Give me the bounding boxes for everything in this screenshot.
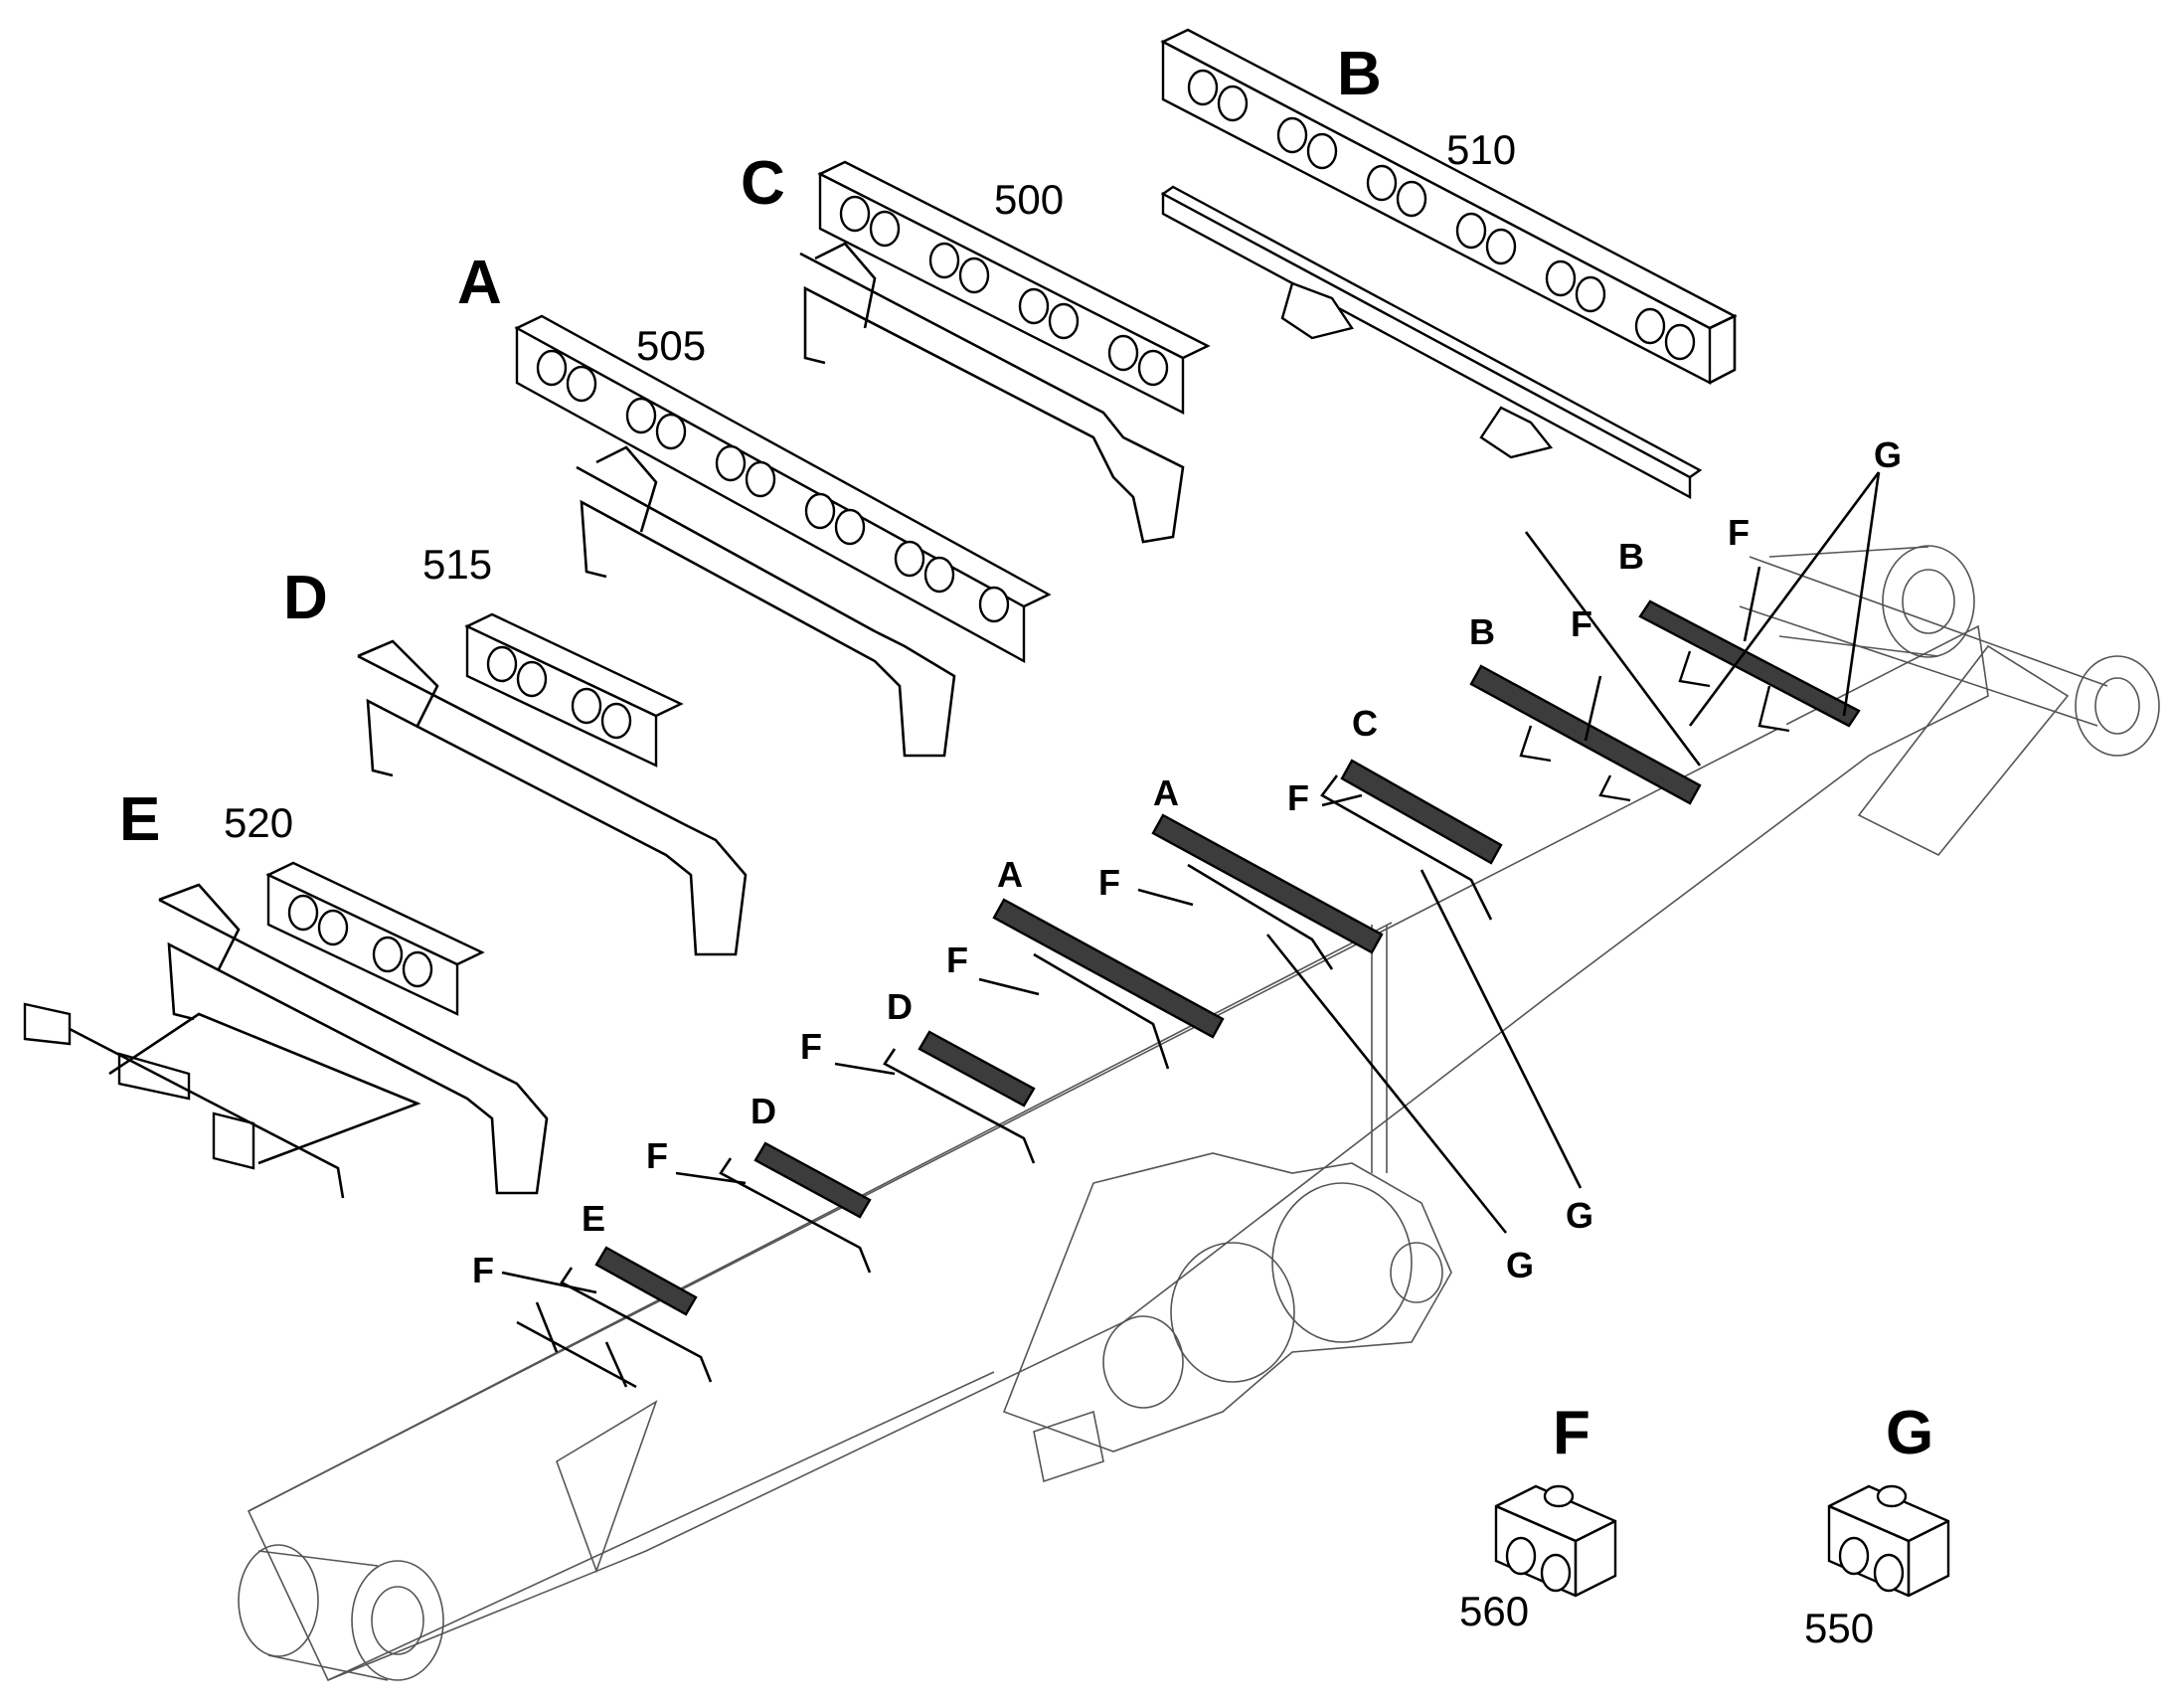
assembly-letter: C xyxy=(741,149,785,218)
boom-label: G xyxy=(1874,434,1902,475)
assembly-letter: E xyxy=(119,785,160,854)
boom-label: G xyxy=(1506,1245,1534,1285)
boom-label: F xyxy=(1287,777,1309,818)
leader-lines xyxy=(501,471,1881,1294)
clamp-letter: G xyxy=(1886,1399,1933,1467)
boom-label: C xyxy=(1352,703,1378,744)
boom-label: F xyxy=(946,939,968,980)
clamp-f-drawing xyxy=(1494,1484,1617,1598)
assembly-a-drawing xyxy=(514,314,1052,758)
boom-bracket-d-upper xyxy=(883,1030,1036,1164)
boom-label: B xyxy=(1469,611,1495,652)
clamp-number: 560 xyxy=(1459,1588,1529,1634)
boom-label: F xyxy=(800,1026,822,1067)
boom-label: E xyxy=(582,1198,605,1239)
assembly-b-drawing xyxy=(1160,28,1738,500)
assembly-letter: B xyxy=(1337,40,1382,108)
boom-label: D xyxy=(751,1091,776,1131)
assembly-letter: D xyxy=(283,564,328,632)
boom-label: F xyxy=(646,1135,668,1176)
assembly-number: 515 xyxy=(422,541,492,588)
boom-label: F xyxy=(1098,862,1120,903)
boom-bracket-b-upper xyxy=(1638,599,1861,733)
boom-bracket-c xyxy=(1320,759,1503,921)
boom-position-labels: G B F B F C F A F A F D F D F E F G G G xyxy=(472,434,1902,1290)
boom-label: B xyxy=(1618,536,1644,577)
boom-label: A xyxy=(1153,772,1179,813)
boom-bracket-b-lower xyxy=(1469,664,1702,805)
boom-label: F xyxy=(472,1250,494,1290)
assembly-e-drawing xyxy=(23,861,549,1199)
assembly-d-drawing xyxy=(357,612,748,956)
boom-label: F xyxy=(1571,603,1592,644)
boom-bracket-a-lower xyxy=(992,898,1225,1070)
assembly-number: 505 xyxy=(636,322,706,369)
clamp-g-drawing xyxy=(1827,1484,1950,1598)
assembly-number: 520 xyxy=(224,799,293,846)
clamp-number: 550 xyxy=(1804,1605,1874,1651)
boom-bracket-e xyxy=(516,1246,713,1389)
clamp-letter: F xyxy=(1553,1399,1590,1467)
boom-label: D xyxy=(887,986,913,1027)
boom-label: G xyxy=(1566,1195,1593,1236)
assembly-labels: B 510 C 500 A 505 D 515 E 520 xyxy=(119,40,1516,854)
boom-outline xyxy=(238,545,2160,1682)
boom-bracket-a-upper xyxy=(1151,813,1384,970)
assembly-letter: A xyxy=(457,249,502,317)
boom-label: A xyxy=(997,854,1023,895)
assembly-number: 500 xyxy=(994,176,1064,223)
assembly-number: 510 xyxy=(1446,126,1516,173)
boom-bracket-d-lower xyxy=(719,1141,872,1274)
assembly-c-drawing xyxy=(799,160,1211,544)
clamp-labels: F 560 G 550 xyxy=(1459,1399,1933,1651)
boom-label: F xyxy=(1728,512,1750,553)
